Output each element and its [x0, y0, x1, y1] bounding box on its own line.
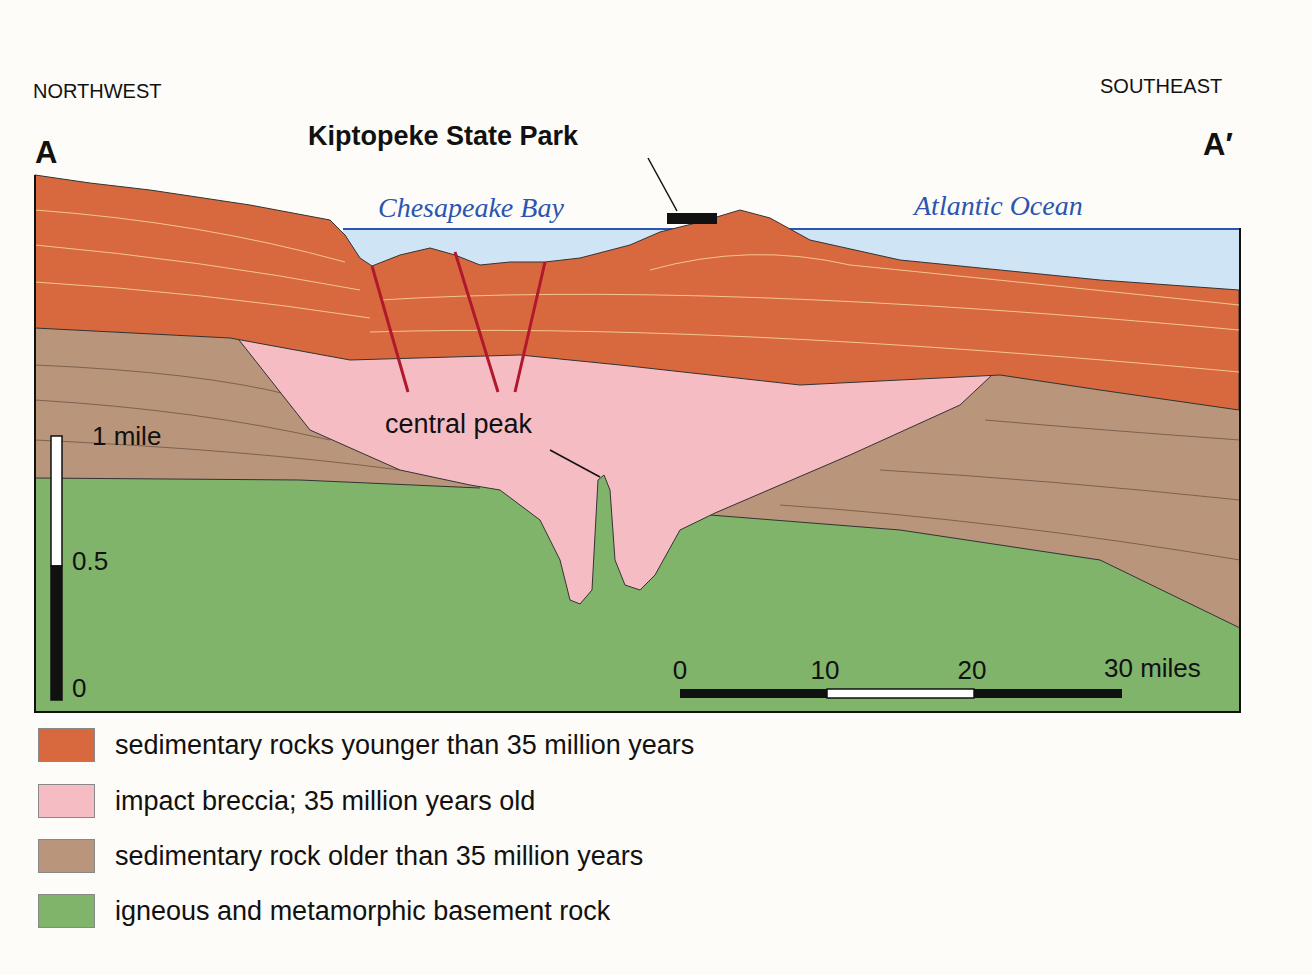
- legend-text: igneous and metamorphic basement rock: [115, 896, 610, 927]
- legend-swatch: [38, 784, 95, 818]
- scale-label: 0.5: [72, 547, 108, 576]
- section-end-label: A′: [1203, 128, 1233, 162]
- park-marker: [667, 213, 717, 224]
- scale-label: 1 mile: [92, 422, 161, 451]
- legend-text: sedimentary rock older than 35 million y…: [115, 841, 643, 872]
- feature-label: central peak: [385, 410, 532, 440]
- scale-bar: [51, 436, 62, 566]
- legend-text: sedimentary rocks younger than 35 millio…: [115, 730, 694, 761]
- legend-row: impact breccia; 35 million years old: [38, 783, 535, 819]
- leader-line: [648, 158, 677, 211]
- scale-label: 10: [811, 656, 840, 685]
- leader-line: [550, 450, 600, 477]
- scale-bar: [827, 689, 974, 698]
- legend-swatch: [38, 728, 95, 762]
- fault-line: [372, 252, 545, 392]
- place-label: Kiptopeke State Park: [308, 122, 578, 152]
- legend-row: igneous and metamorphic basement rock: [38, 893, 610, 929]
- water-label: Chesapeake Bay: [378, 193, 564, 224]
- scale-label: 0: [673, 656, 687, 685]
- legend-row: sedimentary rocks younger than 35 millio…: [38, 727, 694, 763]
- younger-sediment: [35, 175, 1239, 410]
- legend-swatch: [38, 839, 95, 873]
- scale-label: 0: [72, 674, 86, 703]
- legend-row: sedimentary rock older than 35 million y…: [38, 838, 643, 874]
- scale-label: 20: [958, 656, 987, 685]
- scale-bar: [51, 566, 62, 700]
- scale-label: 30 miles: [1104, 654, 1201, 683]
- scale-bar: [680, 689, 827, 698]
- strata-line: [35, 210, 1239, 372]
- water-label: Atlantic Ocean: [914, 191, 1083, 222]
- legend-text: impact breccia; 35 million years old: [115, 786, 535, 817]
- frame: [35, 175, 1240, 712]
- direction-label: NORTHWEST: [33, 80, 162, 102]
- section-end-label: A: [35, 136, 57, 170]
- scale-bar: [974, 689, 1122, 698]
- direction-label: SOUTHEAST: [1100, 75, 1222, 97]
- legend-swatch: [38, 894, 95, 928]
